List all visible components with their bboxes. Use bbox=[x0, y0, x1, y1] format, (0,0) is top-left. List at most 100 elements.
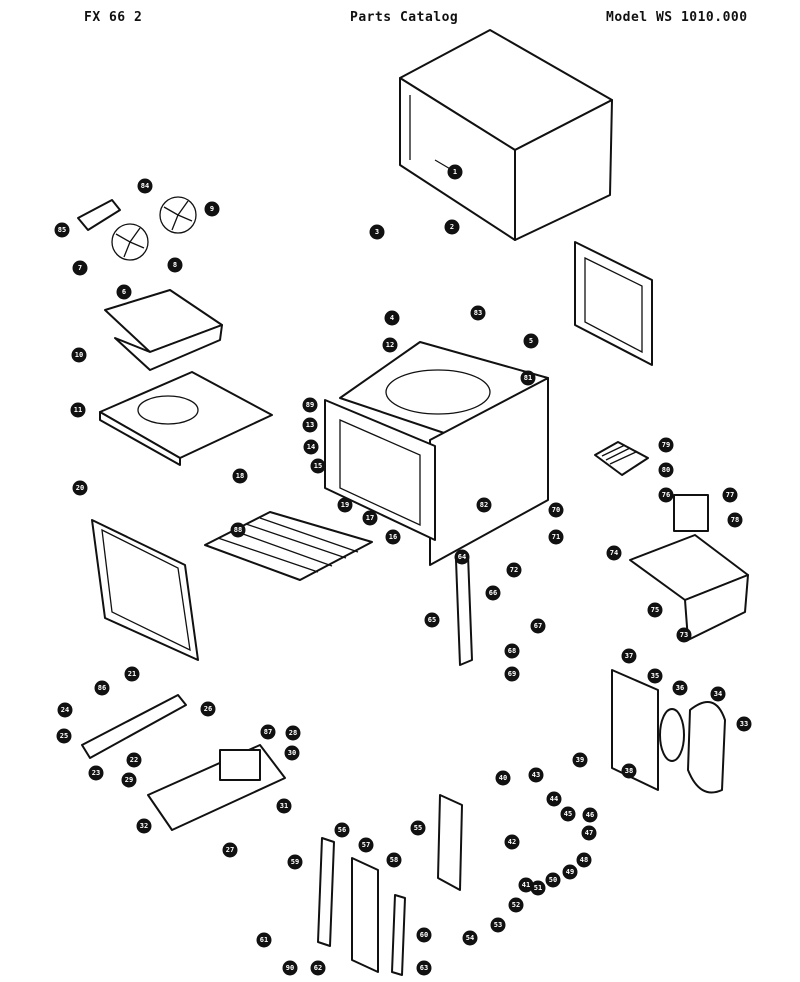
svg-text:60: 60 bbox=[420, 931, 428, 939]
svg-text:80: 80 bbox=[662, 466, 670, 474]
svg-text:49: 49 bbox=[566, 868, 574, 876]
svg-text:32: 32 bbox=[140, 822, 148, 830]
svg-text:1: 1 bbox=[453, 168, 457, 176]
svg-text:89: 89 bbox=[306, 401, 314, 409]
svg-text:42: 42 bbox=[508, 838, 516, 846]
svg-text:54: 54 bbox=[466, 934, 474, 942]
svg-text:30: 30 bbox=[288, 749, 296, 757]
svg-text:62: 62 bbox=[314, 964, 322, 972]
callout-17: 17 bbox=[362, 510, 378, 526]
svg-text:35: 35 bbox=[651, 672, 659, 680]
callout-32: 32 bbox=[136, 818, 152, 834]
svg-text:77: 77 bbox=[726, 491, 734, 499]
oven-rack-part bbox=[204, 511, 373, 581]
svg-text:66: 66 bbox=[489, 589, 497, 597]
callout-76: 76 bbox=[658, 487, 674, 503]
svg-text:31: 31 bbox=[280, 802, 288, 810]
callout-89: 89 bbox=[302, 397, 318, 413]
callout-11: 11 bbox=[70, 402, 86, 418]
svg-text:24: 24 bbox=[61, 706, 69, 714]
svg-text:67: 67 bbox=[534, 622, 542, 630]
svg-text:53: 53 bbox=[494, 921, 502, 929]
svg-text:56: 56 bbox=[338, 826, 346, 834]
callout-2: 2 bbox=[444, 219, 460, 235]
svg-text:7: 7 bbox=[78, 264, 82, 272]
callout-72: 72 bbox=[506, 562, 522, 578]
callout-70: 70 bbox=[548, 502, 564, 518]
svg-text:15: 15 bbox=[314, 462, 322, 470]
callout-63: 63 bbox=[416, 960, 432, 976]
callout-68: 68 bbox=[504, 643, 520, 659]
svg-text:88: 88 bbox=[234, 526, 242, 534]
svg-text:25: 25 bbox=[60, 732, 68, 740]
callout-55: 55 bbox=[410, 820, 426, 836]
svg-text:52: 52 bbox=[512, 901, 520, 909]
svg-text:13: 13 bbox=[306, 421, 314, 429]
svg-text:43: 43 bbox=[532, 771, 540, 779]
callout-77: 77 bbox=[722, 487, 738, 503]
svg-text:72: 72 bbox=[510, 566, 518, 574]
callout-18: 18 bbox=[232, 468, 248, 484]
callout-4: 4 bbox=[384, 310, 400, 326]
svg-text:65: 65 bbox=[428, 616, 436, 624]
svg-text:41: 41 bbox=[522, 881, 530, 889]
callout-14: 14 bbox=[303, 439, 319, 455]
svg-text:44: 44 bbox=[550, 795, 558, 803]
callout-16: 16 bbox=[385, 529, 401, 545]
svg-text:78: 78 bbox=[731, 516, 739, 524]
svg-text:4: 4 bbox=[390, 314, 394, 322]
header-title: Parts Catalog bbox=[350, 10, 459, 25]
heater-tray-part bbox=[104, 289, 223, 371]
callout-66: 66 bbox=[485, 585, 501, 601]
svg-text:37: 37 bbox=[625, 652, 633, 660]
callout-5: 5 bbox=[523, 333, 539, 349]
svg-text:38: 38 bbox=[625, 767, 633, 775]
callout-69: 69 bbox=[504, 666, 520, 682]
svg-text:8: 8 bbox=[173, 261, 177, 269]
hinge-bar-part bbox=[317, 554, 473, 976]
magnetron-part bbox=[594, 441, 709, 532]
callout-67: 67 bbox=[530, 618, 546, 634]
svg-text:45: 45 bbox=[564, 810, 572, 818]
callout-84: 84 bbox=[137, 178, 153, 194]
callout-22: 22 bbox=[126, 752, 142, 768]
callout-8: 8 bbox=[167, 257, 183, 273]
callout-39: 39 bbox=[572, 752, 588, 768]
svg-text:75: 75 bbox=[651, 606, 659, 614]
oven-cavity-part bbox=[324, 341, 549, 566]
callout-87: 87 bbox=[260, 724, 276, 740]
base-transformer-part bbox=[629, 534, 749, 641]
svg-text:40: 40 bbox=[499, 774, 507, 782]
callout-54: 54 bbox=[462, 930, 478, 946]
callout-43: 43 bbox=[528, 767, 544, 783]
callout-10: 10 bbox=[71, 347, 87, 363]
callout-6: 6 bbox=[116, 284, 132, 300]
callout-26: 26 bbox=[200, 701, 216, 717]
callout-58: 58 bbox=[386, 852, 402, 868]
callout-24: 24 bbox=[57, 702, 73, 718]
svg-text:85: 85 bbox=[58, 226, 66, 234]
callout-46: 46 bbox=[582, 807, 598, 823]
svg-text:82: 82 bbox=[480, 501, 488, 509]
callout-51: 51 bbox=[530, 880, 546, 896]
callout-9: 9 bbox=[204, 201, 220, 217]
svg-text:11: 11 bbox=[74, 406, 82, 414]
callout-45: 45 bbox=[560, 806, 576, 822]
svg-text:34: 34 bbox=[714, 690, 722, 698]
callout-34: 34 bbox=[710, 686, 726, 702]
callout-47: 47 bbox=[581, 825, 597, 841]
callout-50: 50 bbox=[545, 872, 561, 888]
callout-33: 33 bbox=[736, 716, 752, 732]
svg-text:39: 39 bbox=[576, 756, 584, 764]
callout-40: 40 bbox=[495, 770, 511, 786]
callout-31: 31 bbox=[276, 798, 292, 814]
callout-60: 60 bbox=[416, 927, 432, 943]
svg-text:33: 33 bbox=[740, 720, 748, 728]
svg-text:9: 9 bbox=[210, 205, 214, 213]
callout-44: 44 bbox=[546, 791, 562, 807]
svg-text:5: 5 bbox=[529, 337, 533, 345]
callout-12: 12 bbox=[382, 337, 398, 353]
callout-35: 35 bbox=[647, 668, 663, 684]
svg-text:58: 58 bbox=[390, 856, 398, 864]
